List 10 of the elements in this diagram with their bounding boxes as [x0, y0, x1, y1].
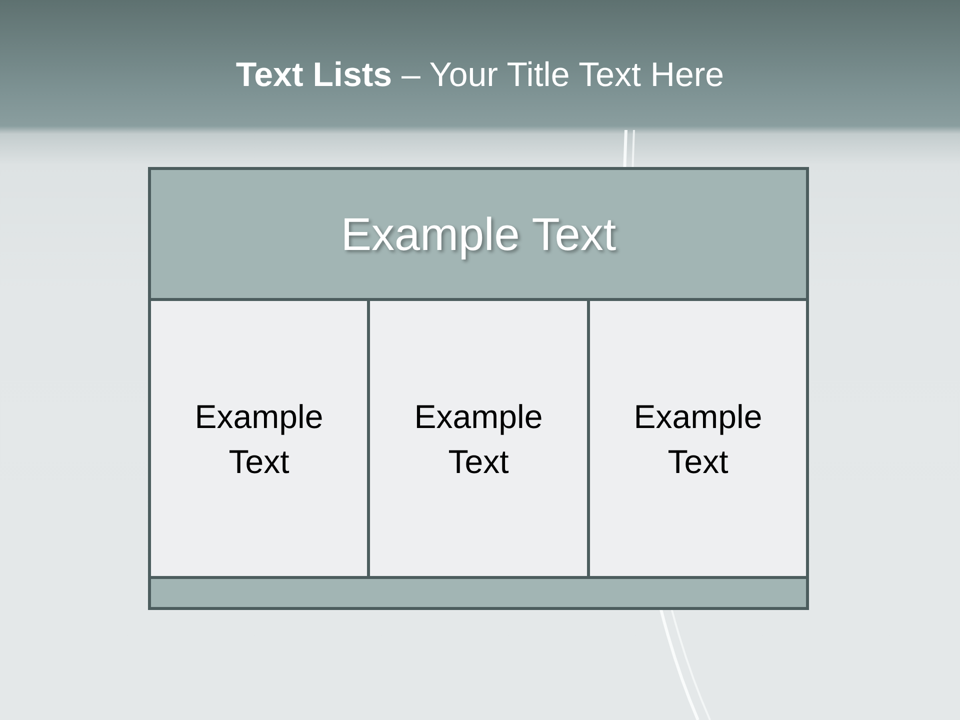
text-column: [587, 298, 809, 579]
header-panel: [148, 167, 809, 301]
text-column: [148, 298, 370, 579]
body-text: Example Text: [413, 396, 544, 482]
footer-bar: [148, 576, 809, 610]
body-text: Example Text: [632, 396, 764, 482]
heading-text: Example Text: [340, 207, 616, 261]
slide-title: Text Lists – Your Title Text Here: [236, 56, 724, 94]
body-text: Example Text: [194, 396, 324, 482]
text-column: [367, 298, 590, 579]
